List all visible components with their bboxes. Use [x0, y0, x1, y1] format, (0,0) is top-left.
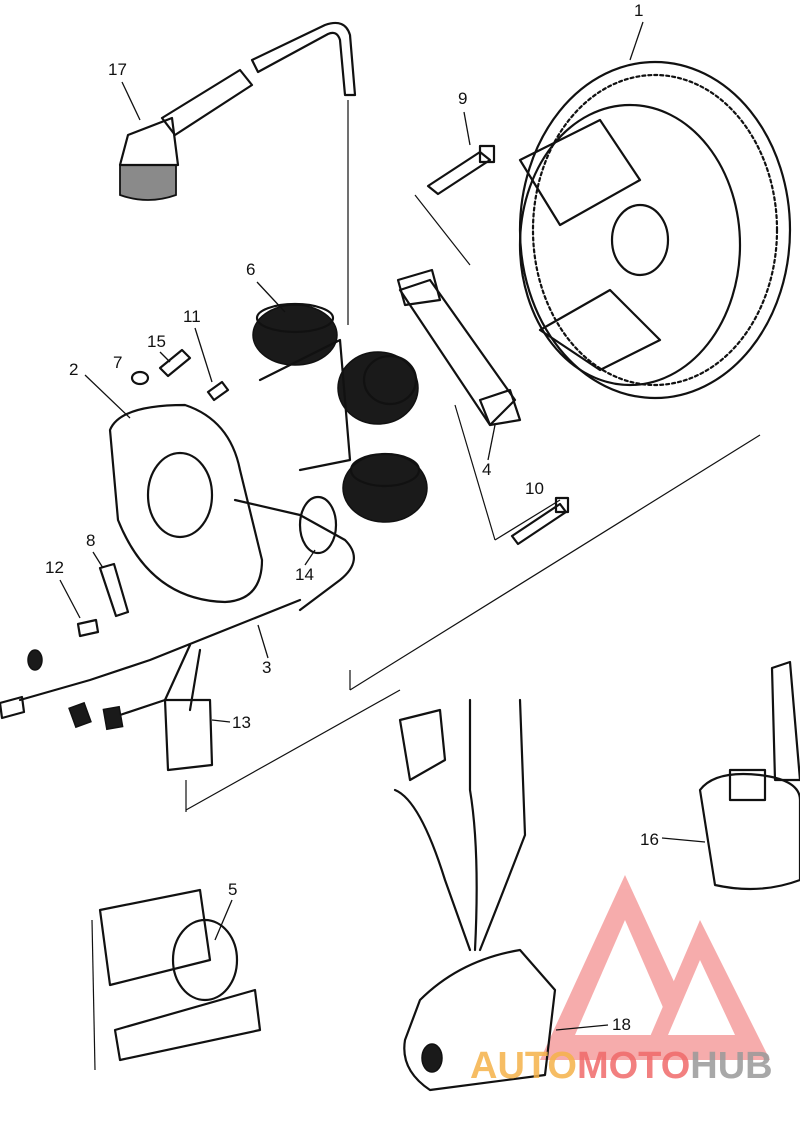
callout-13: 13 — [232, 713, 251, 732]
watermark-logo — [540, 875, 770, 1060]
callout-15: 15 — [147, 332, 166, 351]
stator-plate — [108, 403, 264, 604]
connector-13 — [163, 698, 214, 772]
leader-lines — [185, 194, 761, 812]
watermark-moto: MOTO — [577, 1045, 690, 1087]
callout-18: 18 — [612, 1015, 631, 1034]
bolt-10 — [510, 496, 570, 546]
callout-8: 8 — [86, 531, 95, 550]
callout-labels: 1 2 3 4 5 6 7 8 9 10 11 12 13 14 15 16 1… — [45, 1, 706, 1034]
callout-16: 16 — [640, 830, 659, 849]
stator-bracket — [258, 338, 352, 472]
callout-2: 2 — [69, 360, 78, 379]
callout-1: 1 — [634, 1, 643, 20]
callout-7: 7 — [113, 353, 122, 372]
cdi-unit-18 — [393, 698, 557, 1092]
coil-center — [337, 351, 419, 425]
callout-17: 17 — [108, 60, 127, 79]
ignition-coil-16 — [698, 660, 800, 891]
svg-text:AUTOMOTOHUB: AUTOMOTOHUB — [470, 1045, 773, 1087]
starter-relay-5 — [91, 888, 262, 1071]
callout-12: 12 — [45, 558, 64, 577]
callout-5: 5 — [228, 880, 237, 899]
callout-10: 10 — [525, 479, 544, 498]
spark-plug-cap — [118, 21, 357, 325]
callout-11: 11 — [183, 307, 201, 326]
callout-4: 4 — [482, 460, 491, 479]
watermark-hub: HUB — [690, 1045, 772, 1087]
washer-7 — [130, 370, 150, 386]
callout-3: 3 — [262, 658, 271, 677]
watermark-auto: AUTO — [470, 1045, 577, 1087]
screw-11 — [206, 380, 230, 402]
grommet-14 — [233, 495, 355, 612]
coil-lower — [342, 452, 428, 523]
bolt-9 — [426, 144, 496, 196]
pulser-coil — [396, 268, 522, 427]
wire-harness-3 — [0, 598, 302, 731]
callout-14: 14 — [295, 565, 314, 584]
callout-9: 9 — [458, 89, 467, 108]
callout-6: 6 — [246, 260, 255, 279]
watermark-text: AUTOMOTOHUB — [470, 1045, 773, 1087]
screw-12 — [76, 618, 100, 638]
clamp-8 — [98, 562, 130, 618]
screw-15 — [158, 348, 192, 378]
coil-6 — [252, 302, 338, 366]
flywheel — [518, 60, 792, 400]
